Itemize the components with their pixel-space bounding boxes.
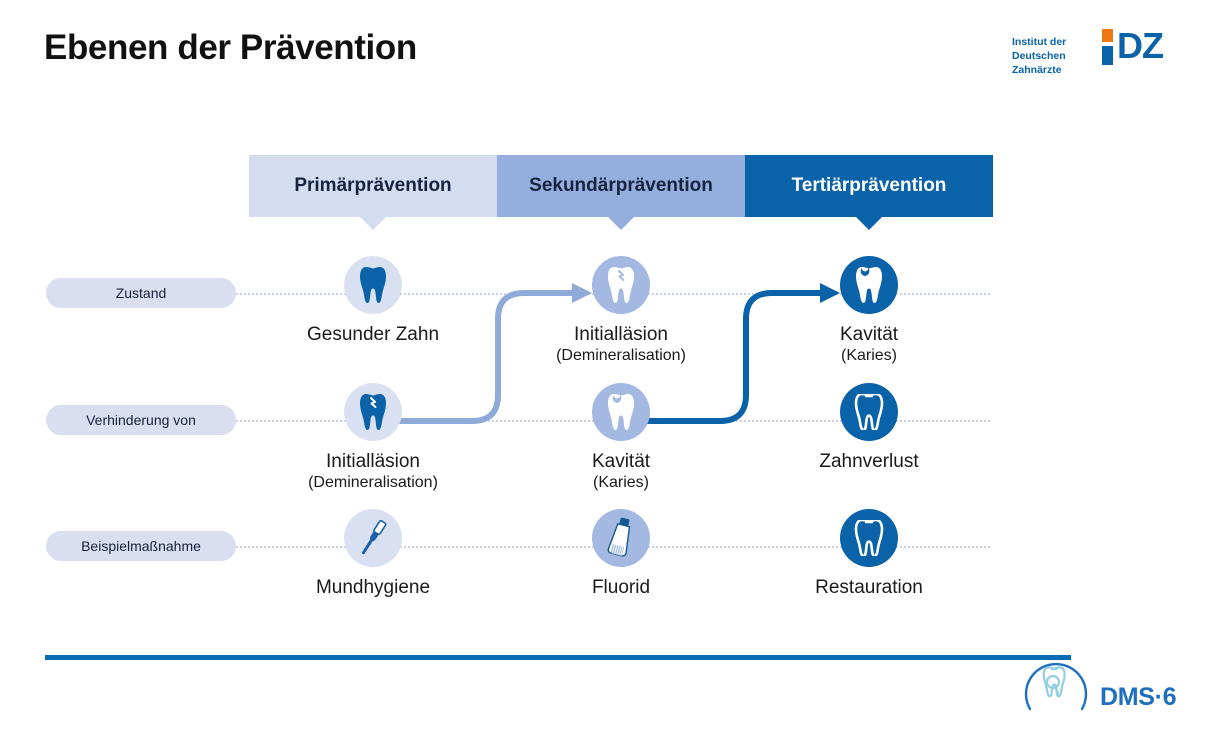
idz-logo-text: Institut der Deutschen Zahnärzte [1012, 35, 1098, 77]
idz-letter-i-icon [1102, 29, 1113, 65]
column-header-sekundaer[interactable]: Sekundärprävention [497, 155, 745, 230]
cell-verhinderung-sekundaer: Kavität (Karies) [497, 383, 745, 492]
cell-label: Zahnverlust [819, 451, 919, 472]
row-label-verhinderung: Verhinderung von [46, 405, 236, 435]
cell-label: Kavität [839, 324, 899, 345]
toothpaste-tube-icon [592, 509, 650, 567]
dms6-tooth-mark-icon [1024, 662, 1088, 711]
cell-label: Initialläsion [574, 324, 668, 345]
cell-zustand-sekundaer: Initialläsion (Demineralisation) [497, 256, 745, 365]
idz-orange-block [1102, 29, 1113, 42]
cell-zustand-tertiaer: Kavität (Karies) [745, 256, 993, 365]
tooth-cavity-icon [592, 383, 650, 441]
tooth-lesion-icon [592, 256, 650, 314]
page-title: Ebenen der Prävention [44, 28, 417, 67]
cell-label: Mundhygiene [315, 577, 431, 598]
cell-zustand-primaer: Gesunder Zahn [249, 256, 497, 346]
cell-verhinderung-primaer: Initialläsion (Demineralisation) [249, 383, 497, 492]
column-header-label: Primärprävention [294, 175, 452, 196]
tooth-lesion-icon [344, 383, 402, 441]
cell-label: Fluorid [591, 577, 651, 598]
notch-triangle-icon [360, 217, 386, 230]
footer-rule [45, 655, 1071, 660]
tooth-outline-icon [840, 383, 898, 441]
tooth-healthy-icon [344, 256, 402, 314]
cell-sublabel: (Karies) [840, 347, 897, 364]
idz-blue-block [1102, 46, 1113, 65]
column-header-primaer[interactable]: Primärprävention [249, 155, 497, 230]
column-header-label: Sekundärprävention [529, 175, 713, 196]
idz-logo: Institut der Deutschen Zahnärzte DZ [1012, 28, 1172, 77]
cell-sublabel: (Karies) [592, 474, 649, 491]
dms6-logo: DMS·6 [1016, 655, 1177, 735]
notch-triangle-icon [856, 217, 882, 230]
cell-label: Gesunder Zahn [306, 324, 440, 345]
idz-letters-dz: DZ [1117, 25, 1164, 66]
row-label-text: Verhinderung von [86, 412, 196, 428]
column-header-tertiaer[interactable]: Tertiärprävention [745, 155, 993, 230]
cell-label: Restauration [815, 577, 923, 598]
row-label-text: Zustand [115, 285, 167, 301]
cell-beispiel-primaer: Mundhygiene [249, 509, 497, 599]
cell-verhinderung-tertiaer: Zahnverlust [745, 383, 993, 473]
row-label-text: Beispielmaßnahme [81, 538, 201, 554]
cell-label: Kavität [591, 451, 651, 472]
dms6-label: DMS·6 [1100, 683, 1177, 711]
tooth-cavity-icon [840, 256, 898, 314]
column-header-label: Tertiärprävention [791, 175, 947, 196]
cell-beispiel-sekundaer: Fluorid [497, 509, 745, 599]
idz-logo-mark: DZ [1102, 25, 1164, 69]
row-label-beispiel: Beispielmaßnahme [46, 531, 236, 561]
idz-logo-line1: Institut der [1012, 36, 1067, 48]
tooth-outline-icon [840, 509, 898, 567]
cell-beispiel-tertiaer: Restauration [745, 509, 993, 599]
cell-sublabel: (Demineralisation) [556, 347, 686, 364]
row-label-zustand: Zustand [46, 278, 236, 308]
cell-label: Initialläsion [326, 451, 420, 472]
notch-triangle-icon [608, 217, 634, 230]
toothbrush-icon [344, 509, 402, 567]
idz-logo-line2: Deutschen Zahnärzte [1012, 50, 1066, 76]
cell-sublabel: (Demineralisation) [308, 474, 438, 491]
